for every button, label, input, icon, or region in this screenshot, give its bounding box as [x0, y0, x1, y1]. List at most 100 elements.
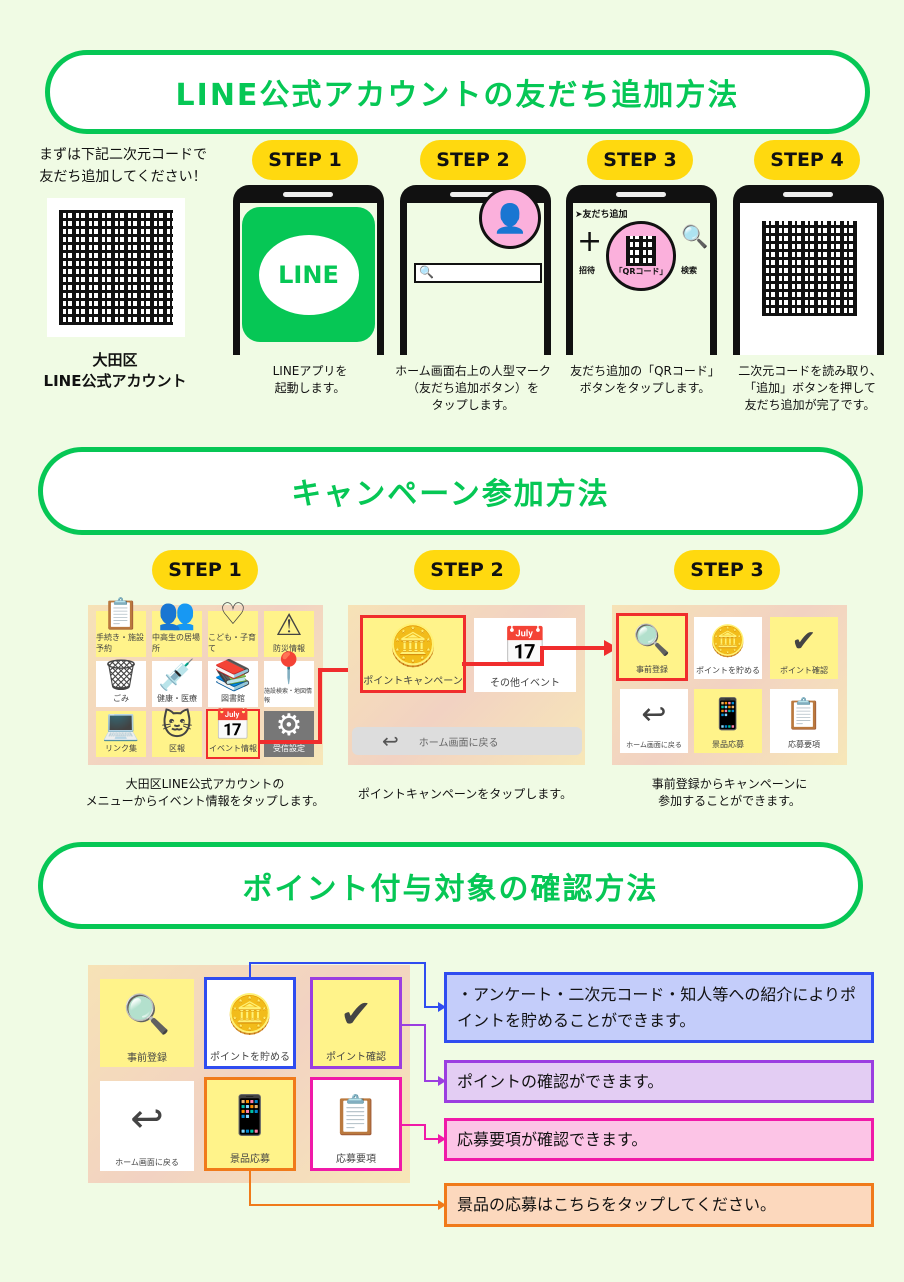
phone-step1: LINE: [233, 185, 384, 355]
callout-prize-entry: 景品の応募はこちらをタップしてください。: [444, 1183, 874, 1227]
menu-childcare[interactable]: ♡こども・子育て: [208, 597, 258, 657]
caption-line: 「追加」ボタンを押して: [744, 381, 876, 395]
menu-icon: 💻: [102, 708, 140, 743]
menu-procedures[interactable]: 📋手続き・施設予約: [96, 597, 146, 657]
menu-label: ホーム画面に戻る: [626, 741, 682, 749]
arrow-step2-3: [462, 640, 618, 666]
menu-icon: 📚: [214, 658, 252, 693]
menu-disaster[interactable]: ⚠防災情報: [264, 608, 314, 657]
menu-icon: 📅: [214, 708, 252, 743]
menu-check-points[interactable]: ✔ポイント確認: [770, 617, 838, 679]
menu-icon: ♡: [219, 597, 247, 632]
menu-icon: ⚙: [275, 708, 303, 743]
callout-text: 景品の応募はこちらをタップしてください。: [457, 1195, 777, 1214]
menu-event-info[interactable]: 📅イベント情報: [206, 708, 260, 759]
callout-text: 応募要項が確認できます。: [457, 1129, 648, 1149]
menu-label: イベント情報: [209, 744, 257, 753]
menu-back-home[interactable]: ↩ホーム画面に戻る: [620, 689, 688, 753]
title-text: キャンペーン参加方法: [291, 477, 610, 512]
title-text: ポイント付与対象の確認方法: [242, 871, 659, 907]
menu-earn-points[interactable]: 🪙ポイントを貯める: [694, 617, 762, 679]
menu-icon: 🔍: [633, 622, 671, 658]
menu-label: 事前登録: [636, 665, 668, 674]
menu-icon: 👥: [158, 597, 196, 632]
account-qr-code[interactable]: [47, 198, 185, 337]
menu-prize-entry[interactable]: 📱景品応募: [694, 689, 762, 753]
label-line: LINE公式アカウント: [43, 372, 187, 390]
scanned-qr-code: [762, 221, 857, 316]
menu-label: 手続き・施設予約: [96, 633, 144, 653]
menu-label: 応募要項: [336, 1154, 376, 1165]
phone-step2: 👤 🔍: [400, 185, 551, 355]
menu-back-home[interactable]: ↩ホーム画面に戻る: [100, 1081, 194, 1171]
step-badge: STEP 2: [420, 140, 526, 180]
menu-label: こども・子育て: [208, 633, 256, 653]
menu-label: 防災情報: [273, 644, 305, 653]
menu-guidelines[interactable]: 📋 応募要項: [310, 1077, 402, 1171]
menu-pre-registration[interactable]: 🔍事前登録: [100, 979, 194, 1067]
menu-icon: ✔: [791, 623, 817, 659]
add-friend-icon[interactable]: 👤: [479, 187, 541, 249]
menu-map[interactable]: 📍施設検索・地図情報: [264, 651, 314, 707]
caption-line: 大田区LINE公式アカウントの: [125, 777, 285, 791]
search-input[interactable]: 🔍: [414, 263, 542, 283]
menu-icon: 🪙: [226, 991, 274, 1036]
line-rich-menu: 📋手続き・施設予約 👥中高生の居場所 ♡こども・子育て ⚠防災情報 🗑ごみ 💉健…: [88, 597, 323, 765]
menu-pre-registration[interactable]: 🔍 事前登録: [616, 613, 688, 681]
caption-line: ホーム画面右上の人型マーク: [395, 364, 551, 378]
callout-text: ・アンケート・二次元コード・知人等への紹介によりポイントを貯めることができます。: [457, 984, 857, 1030]
line-app-icon[interactable]: LINE: [242, 207, 375, 342]
step-caption: 二次元コードを読み取り、「追加」ボタンを押して友だち追加が完了です。: [726, 363, 894, 414]
point-campaign-button[interactable]: 🪙ポイントキャンペーン: [360, 615, 466, 693]
title-text: LINE公式アカウントの友だち追加方法: [175, 78, 740, 113]
menu-icon: 📋: [332, 1092, 380, 1137]
menu-newsletter[interactable]: 🐱区報: [152, 708, 202, 757]
menu-label: 応募要項: [788, 740, 820, 749]
step-badge: STEP 3: [587, 140, 693, 180]
qr-code-button[interactable]: 「QRコード」: [606, 221, 676, 291]
phone-step4: [733, 185, 884, 355]
menu-earn-points[interactable]: 🪙 ポイントを貯める: [204, 977, 296, 1069]
caption-line: 友だち追加の「QRコード」: [570, 364, 720, 378]
invite-button[interactable]: +: [577, 224, 603, 259]
caption-line: 参加することができます。: [658, 794, 801, 808]
other-events-button[interactable]: 📅その他イベント: [474, 618, 576, 692]
menu-guidelines[interactable]: 📋応募要項: [770, 689, 838, 753]
menu-youth-place[interactable]: 👥中高生の居場所: [152, 597, 202, 657]
intro-line: 友だち追加してください！: [39, 169, 207, 185]
line-logo-text: LINE: [258, 234, 359, 315]
menu-links[interactable]: 💻リンク集: [96, 708, 146, 757]
invite-label: 招待: [579, 266, 595, 275]
menu-label: ポイントを貯める: [210, 1052, 290, 1063]
menu-check-points[interactable]: ✔ポイント確認: [310, 977, 402, 1069]
menu-settings[interactable]: ⚙受信設定: [264, 708, 314, 757]
menu-icon: 📱: [709, 696, 747, 732]
event-menu: 🪙ポイントキャンペーン 📅その他イベント ↩ホーム画面に戻る: [348, 605, 585, 765]
search-icon[interactable]: 🔍: [681, 225, 709, 250]
menu-prize-entry[interactable]: 📱景品応募: [204, 1077, 296, 1171]
caption-line: ボタンをタップします。: [579, 381, 711, 395]
menu-label: ごみ: [113, 694, 129, 703]
intro-text: まずは下記二次元コードで友だち追加してください！: [18, 144, 228, 188]
phone-step3: ➤友だち追加 + 招待 「QRコード」 🔍 検索: [566, 185, 717, 355]
menu-label: 景品応募: [230, 1154, 270, 1165]
menu-label: 区報: [169, 744, 185, 753]
step-badge: STEP 4: [754, 140, 860, 180]
step-caption: 大田区LINE公式アカウントのメニューからイベント情報をタップします。: [70, 776, 340, 810]
step-badge: STEP 3: [674, 550, 780, 590]
menu-health[interactable]: 💉健康・医療: [152, 658, 202, 707]
intro-line: まずは下記二次元コードで: [39, 147, 207, 163]
campaign-menu: 🔍事前登録 🪙ポイントを貯める ✔ポイント確認 ↩ホーム画面に戻る 📱景品応募 …: [612, 605, 847, 765]
step-caption: ポイントキャンペーンをタップします。: [330, 786, 600, 803]
menu-icon: 📅: [502, 626, 548, 667]
callout-guidelines: 応募要項が確認できます。: [444, 1118, 874, 1161]
menu-label: 施設検索・地図情報: [264, 688, 313, 704]
back-home-button[interactable]: ↩ホーム画面に戻る: [352, 727, 582, 755]
menu-icon: 📋: [102, 597, 140, 632]
menu-library[interactable]: 📚図書館: [208, 658, 258, 707]
callout-check-points: ポイントの確認ができます。: [444, 1060, 874, 1103]
menu-label: リンク集: [105, 744, 137, 753]
header-text: 友だち追加: [582, 210, 628, 220]
menu-garbage[interactable]: 🗑ごみ: [96, 658, 146, 707]
